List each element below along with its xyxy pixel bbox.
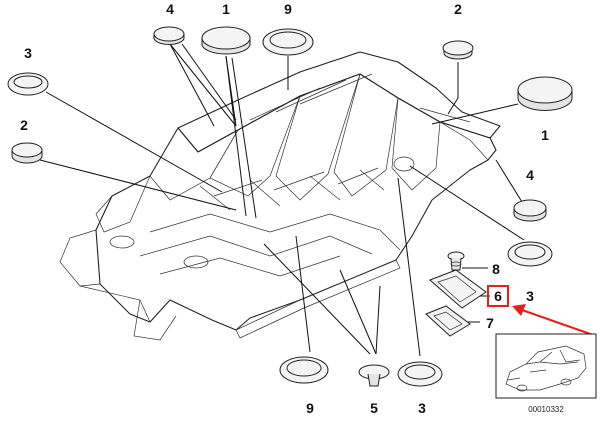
callout-labels: 4 1 9 2 3 2 1 4 8 6 3 7 9 5 3 [20,1,549,416]
callout-3-left: 3 [24,45,32,61]
car-body-shell [59,51,501,341]
callout-1-right: 1 [541,127,549,143]
callout-2-left: 2 [20,117,28,133]
callout-3-right: 3 [526,288,534,304]
callout-6: 6 [494,288,502,304]
clip-8 [447,251,465,271]
highlight-box [487,285,509,307]
callout-3-bottom: 3 [418,400,426,416]
callout-4-top: 4 [166,1,174,17]
grommet-9-top [262,28,314,56]
plug-2-topright [442,40,474,60]
callout-8: 8 [492,261,500,277]
highlight-arrow [512,304,597,337]
seal-6 [429,269,487,309]
callout-2-topright: 2 [454,1,462,17]
plug-4-right [513,199,547,222]
plug-1-top [201,26,251,55]
grommet-3-right [507,241,553,267]
callout-9-bottom: 9 [306,400,314,416]
grommet-3-bottom [397,361,443,387]
plug-1-right [517,76,573,111]
callout-7: 7 [486,315,494,331]
clip-5-bottom [358,364,390,387]
seal-7 [425,305,471,337]
plug-4-top [153,26,185,45]
leader-lines [39,43,525,357]
callout-4-right: 4 [526,167,534,183]
callout-5-bottom: 5 [370,400,378,416]
plug-2-left [11,142,43,164]
reference-number: 00010332 [528,405,564,414]
callout-9-top: 9 [284,1,292,17]
callout-1-top: 1 [222,1,230,17]
grommet-9-bottom [279,356,329,384]
grommet-3-left [7,72,49,96]
inset-thumbnail [495,333,597,399]
